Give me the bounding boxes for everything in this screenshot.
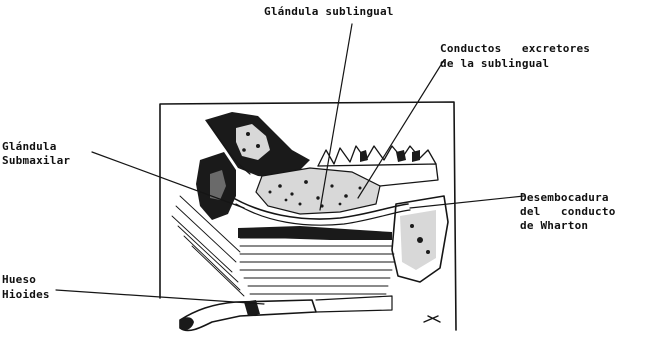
leader-excretory-ducts bbox=[358, 60, 444, 198]
leader-wharton bbox=[410, 196, 524, 208]
mandible bbox=[392, 196, 448, 282]
muscle-band bbox=[238, 226, 392, 240]
sublingual-gland-shape bbox=[256, 168, 380, 214]
label-wharton-3: de Wharton bbox=[520, 219, 588, 232]
label-sublingual-gland: Glándula sublingual bbox=[264, 5, 394, 18]
scale-mark bbox=[424, 316, 440, 322]
hyoid-bone bbox=[180, 296, 392, 330]
label-hyoid-2: Hioides bbox=[2, 288, 50, 301]
label-submaxillary-1: Glándula bbox=[2, 140, 57, 153]
label-wharton-1: Desembocadura bbox=[520, 191, 609, 204]
label-hyoid-1: Hueso bbox=[2, 273, 36, 286]
label-excretory-ducts-2: de la sublingual bbox=[440, 57, 549, 70]
submaxillary-gland-shape bbox=[196, 152, 236, 220]
label-wharton-2: del conducto bbox=[520, 205, 616, 218]
label-submaxillary-2: Submaxilar bbox=[2, 154, 70, 167]
label-excretory-ducts-1: Conductos excretores bbox=[440, 42, 590, 55]
